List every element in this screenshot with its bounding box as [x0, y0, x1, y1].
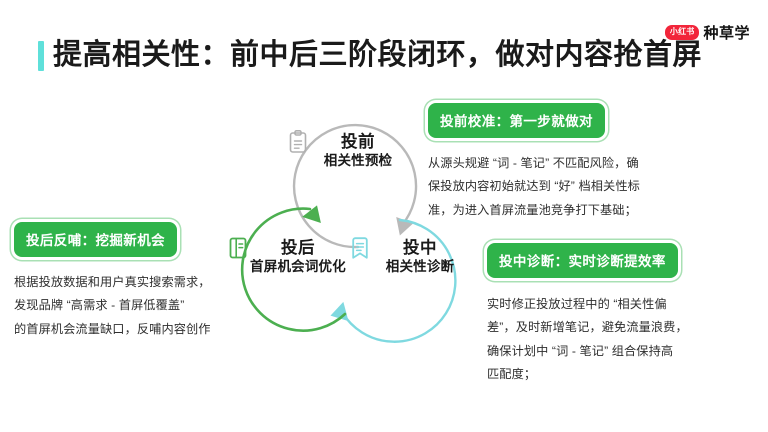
- three-stage-cycle-diagram: 投前 相关性预检 投后 首屏机会词优化 投中 相关性诊断: [229, 112, 484, 360]
- ring-mid: [330, 218, 457, 343]
- panel-mid-pill: 投中诊断：实时诊断提效率: [487, 243, 678, 278]
- title-accent-bar: [38, 40, 44, 71]
- body-line: 的首屏机会流量缺口，反哺内容创作: [14, 321, 211, 336]
- panel-mid-body: 实时修正投放过程中的 “相关性偏 差”，及时新增笔记，避免流量浪费， 确保计划中…: [487, 293, 688, 387]
- ring-post: [240, 205, 347, 332]
- panel-pre-pill: 投前校准：第一步就做对: [428, 103, 605, 138]
- body-line: 根据投放数据和用户真实搜索需求，: [14, 275, 211, 289]
- panel-post-body: 根据投放数据和用户真实搜索需求， 发现品牌 “高需求 - 首屏低覆盖” 的首屏机…: [14, 271, 211, 341]
- panel-pre-calibration: 投前校准：第一步就做对 从源头规避 “词 - 笔记” 不匹配风险，确 保投放内容…: [428, 103, 640, 222]
- body-line: 发现品牌 “高需求 - 首屏低覆盖”: [14, 298, 185, 313]
- xiaohongshu-badge: 小红书: [664, 25, 700, 40]
- panel-post-feedback: 投后反哺：挖掘新机会 根据投放数据和用户真实搜索需求， 发现品牌 “高需求 - …: [14, 222, 211, 341]
- cycle-rings: [240, 123, 457, 343]
- brand-logo: 小红书 种草学: [664, 22, 750, 43]
- body-line: 匹配度；: [487, 367, 537, 382]
- body-line: 从源头规避 “词 - 笔记” 不匹配风险，确: [428, 156, 639, 170]
- brand-name: 种草学: [703, 25, 750, 42]
- body-line: 确保计划中 “词 - 笔记” 组合保持高: [487, 343, 674, 358]
- body-line: 保投放内容初始就达到 “好” 档相关性标: [428, 179, 640, 194]
- page-title: 提高相关性：前中后三阶段闭环，做对内容抢首屏: [38, 39, 703, 72]
- body-line: 实时修正投放过程中的 “相关性偏: [487, 297, 667, 311]
- ring-pre: [292, 123, 418, 249]
- panel-mid-diagnosis: 投中诊断：实时诊断提效率 实时修正投放过程中的 “相关性偏 差”，及时新增笔记，…: [487, 243, 688, 387]
- body-line: 差”，及时新增笔记，避免流量浪费，: [487, 320, 688, 335]
- panel-pre-body: 从源头规避 “词 - 笔记” 不匹配风险，确 保投放内容初始就达到 “好” 档相…: [428, 152, 640, 222]
- title-text: 提高相关性：前中后三阶段闭环，做对内容抢首屏: [53, 39, 703, 71]
- body-line: 准，为进入首屏流量池竞争打下基础；: [428, 202, 637, 217]
- panel-post-pill: 投后反哺：挖掘新机会: [14, 222, 177, 257]
